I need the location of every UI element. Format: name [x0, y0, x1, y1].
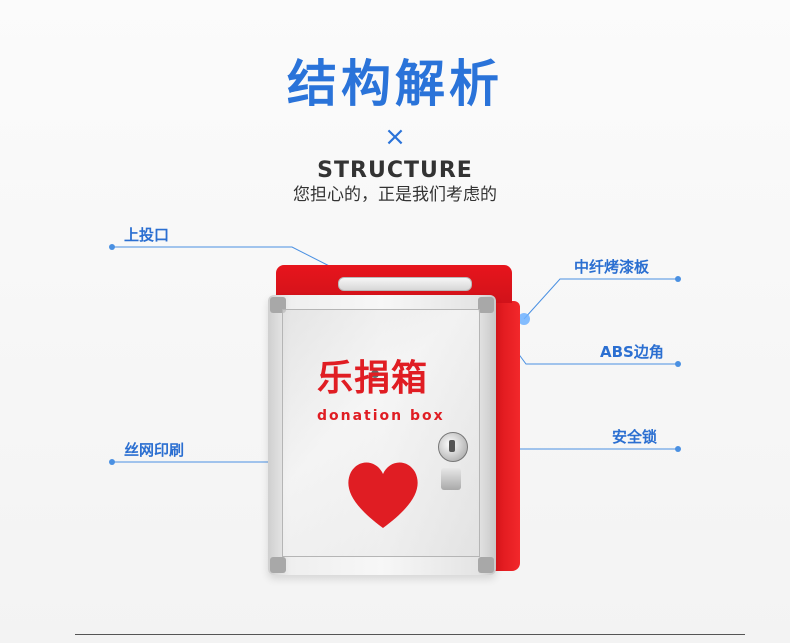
label-safety-lock: 安全锁 [612, 428, 658, 446]
callout-dot [675, 276, 681, 282]
callout-dot [675, 361, 681, 367]
box-front-frame: 乐捐箱 donation box [268, 295, 496, 575]
section-subtitle: 您担心的，正是我们考虑的 [293, 185, 497, 205]
top-slot [338, 277, 472, 291]
callout-line-fiber-panel [523, 278, 678, 320]
callout-target-dot [518, 313, 530, 325]
section-heading: STRUCTURE [317, 158, 473, 183]
callout-dot [675, 446, 681, 452]
abs-corner [478, 297, 494, 313]
brand-chinese: 乐捐箱 [317, 358, 429, 399]
box-side-panel [492, 301, 520, 571]
brand-english: donation box [317, 408, 445, 424]
screw [371, 370, 379, 378]
heart-icon [348, 462, 418, 528]
label-silk-print: 丝网印刷 [124, 441, 185, 459]
callout-dot [109, 244, 115, 250]
acrylic-window: 乐捐箱 donation box [282, 309, 480, 557]
label-abs-corner: ABS边角 [600, 343, 664, 361]
abs-corner [478, 557, 494, 573]
latch [441, 468, 461, 490]
page-title: 结构解析 [287, 55, 503, 113]
abs-corner [270, 557, 286, 573]
close-icon: × [384, 122, 406, 152]
divider [75, 634, 745, 635]
label-fiber-panel: 中纤烤漆板 [574, 258, 650, 276]
donation-box-image: 乐捐箱 donation box [268, 265, 523, 585]
label-top-slot: 上投口 [124, 226, 170, 244]
callout-dot [109, 459, 115, 465]
keyhole-icon [449, 440, 455, 452]
